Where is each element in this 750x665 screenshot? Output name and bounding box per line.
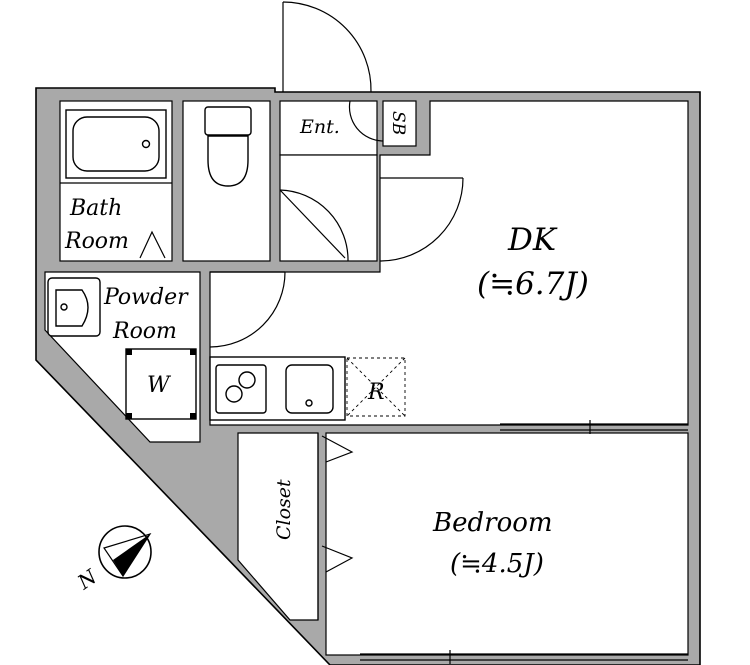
washer-label: W <box>147 373 172 398</box>
bedroom-size-label: (≒4.5J) <box>450 549 544 579</box>
bedroom-window <box>360 650 688 664</box>
bathtub <box>65 109 167 179</box>
entrance-step-arc <box>348 100 384 142</box>
refrigerator-label: R <box>367 380 385 405</box>
dk-bedroom-sliding-door <box>500 420 688 434</box>
powder-label-1: Powder <box>103 285 189 310</box>
toilet-door <box>279 189 349 262</box>
shoe-box-label: SB <box>388 111 408 135</box>
toilet-fixture <box>204 106 252 187</box>
dk-size-label: (≒6.7J) <box>477 266 589 302</box>
powder-label-2: Room <box>112 319 177 344</box>
wash-basin <box>47 277 101 337</box>
kitchen-counter <box>209 356 346 421</box>
bedroom-label: Bedroom <box>432 508 553 538</box>
shoe-box <box>382 100 417 147</box>
powder-room-door <box>209 271 286 348</box>
closet-area <box>237 432 319 621</box>
entrance-area <box>279 100 378 156</box>
closet-label: Closet <box>273 479 295 540</box>
compass-north-label: N <box>72 564 102 595</box>
compass <box>98 525 152 579</box>
bath-label-2: Room <box>64 229 129 254</box>
entrance-door <box>282 1 372 93</box>
compass-needle-icon <box>113 534 150 576</box>
closet-door-upper <box>321 435 354 463</box>
washer-space <box>125 348 197 420</box>
entrance-label: Ent. <box>299 116 340 138</box>
refrigerator-space <box>346 357 406 417</box>
hall-area <box>279 154 378 262</box>
dk-label: DK <box>507 222 558 258</box>
bedroom-area <box>325 432 689 656</box>
closet-door-lower <box>321 545 354 573</box>
bath-door-fold <box>139 230 166 259</box>
hall-door <box>379 177 464 262</box>
bath-label-1: Bath <box>69 196 122 221</box>
